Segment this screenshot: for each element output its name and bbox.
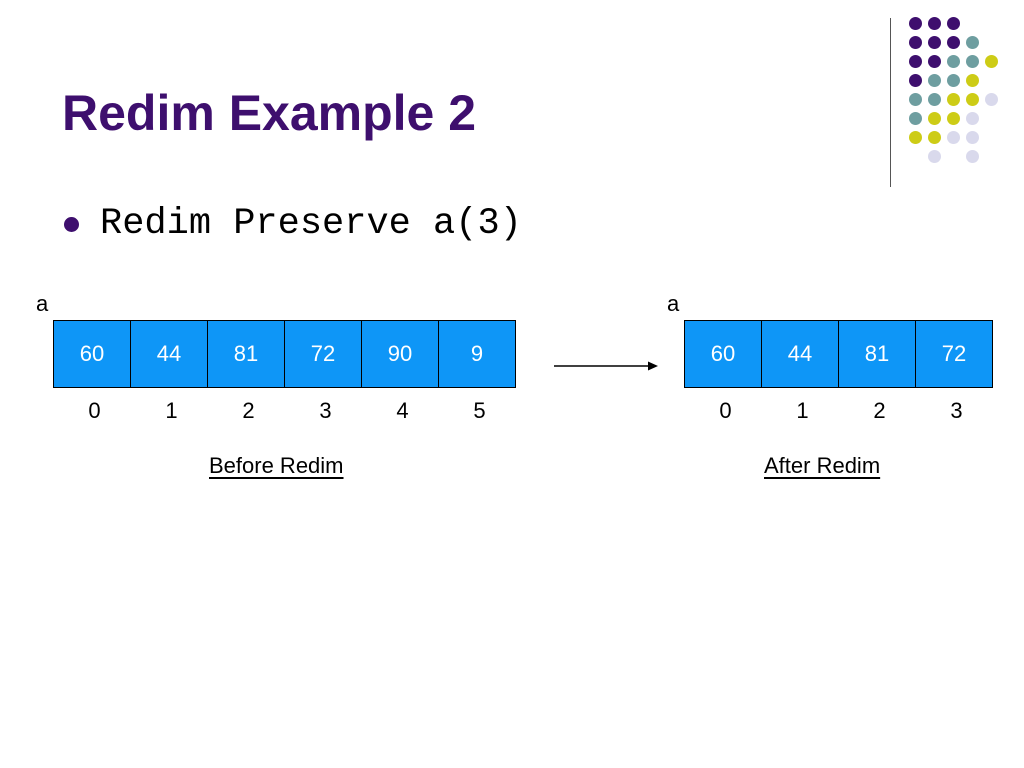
- decorative-dot-grid: [906, 14, 1001, 166]
- before-indices: 0 1 2 3 4 5: [56, 398, 518, 424]
- decor-dot-empty: [985, 74, 998, 87]
- decor-dot: [928, 36, 941, 49]
- decor-dot: [985, 55, 998, 68]
- array-index: 2: [873, 398, 886, 423]
- decor-dot-empty: [947, 150, 960, 163]
- decor-dot-empty: [985, 36, 998, 49]
- decor-dot: [909, 131, 922, 144]
- decor-dot: [966, 36, 979, 49]
- array-cell: 9: [438, 321, 515, 387]
- decor-dot: [966, 150, 979, 163]
- decor-dot: [966, 131, 979, 144]
- before-array-name: a: [36, 291, 49, 316]
- decor-dot: [947, 93, 960, 106]
- header-divider: [890, 18, 891, 187]
- before-caption: Before Redim: [209, 453, 344, 478]
- after-array-name: a: [667, 291, 680, 316]
- array-cell: 44: [761, 321, 838, 387]
- array-cell: 81: [838, 321, 915, 387]
- transition-arrow-icon: [554, 361, 658, 371]
- decor-dot-empty: [909, 150, 922, 163]
- after-indices: 0 1 2 3: [687, 398, 995, 424]
- decor-dot-empty: [985, 150, 998, 163]
- decor-dot: [928, 112, 941, 125]
- array-index: 3: [950, 398, 963, 423]
- bullet-icon: [64, 216, 79, 232]
- array-index: 0: [88, 398, 101, 423]
- array-cell: 72: [915, 321, 992, 387]
- after-array: 60 44 81 72: [684, 320, 993, 388]
- decor-dot: [909, 17, 922, 30]
- array-index: 1: [165, 398, 178, 423]
- array-index: 1: [796, 398, 809, 423]
- decor-dot: [909, 74, 922, 87]
- decor-dot: [909, 36, 922, 49]
- decor-dot: [947, 17, 960, 30]
- decor-dot: [928, 93, 941, 106]
- decor-dot: [966, 93, 979, 106]
- array-cell: 60: [685, 321, 761, 387]
- array-index: 5: [473, 398, 486, 423]
- array-index: 3: [319, 398, 332, 423]
- decor-dot: [966, 74, 979, 87]
- after-caption: After Redim: [764, 453, 881, 478]
- decor-dot: [928, 131, 941, 144]
- decor-dot: [909, 112, 922, 125]
- array-cell: 90: [361, 321, 438, 387]
- array-cell: 60: [54, 321, 130, 387]
- decor-dot: [966, 55, 979, 68]
- bullet-item: Redim Preserve a(3): [64, 202, 522, 246]
- decor-dot-empty: [985, 17, 998, 30]
- decor-dot: [966, 112, 979, 125]
- decor-dot: [928, 150, 941, 163]
- decor-dot: [928, 55, 941, 68]
- decor-dot: [947, 74, 960, 87]
- array-cell: 81: [207, 321, 284, 387]
- decor-dot: [928, 17, 941, 30]
- array-index: 0: [719, 398, 732, 423]
- decor-dot: [928, 74, 941, 87]
- array-cell: 44: [130, 321, 207, 387]
- array-cell: 72: [284, 321, 361, 387]
- decor-dot: [985, 93, 998, 106]
- decor-dot: [947, 112, 960, 125]
- decor-dot: [909, 55, 922, 68]
- array-index: 2: [242, 398, 255, 423]
- bullet-text: Redim Preserve a(3): [100, 203, 522, 245]
- decor-dot: [947, 131, 960, 144]
- decor-dot: [947, 55, 960, 68]
- slide-title: Redim Example 2: [62, 85, 477, 141]
- decor-dot-empty: [985, 131, 998, 144]
- array-index: 4: [396, 398, 409, 423]
- before-array: 60 44 81 72 90 9: [53, 320, 516, 388]
- decor-dot: [909, 93, 922, 106]
- decor-dot-empty: [985, 112, 998, 125]
- decor-dot: [947, 36, 960, 49]
- decor-dot-empty: [966, 17, 979, 30]
